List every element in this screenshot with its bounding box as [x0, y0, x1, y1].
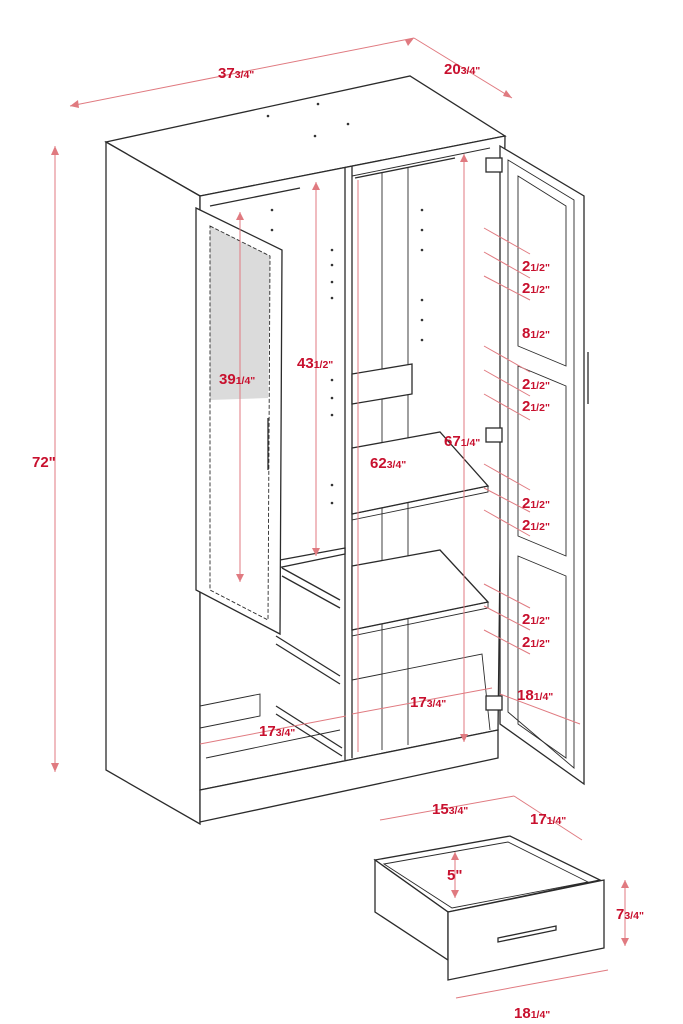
- dim-door-width: 181/4": [517, 687, 553, 704]
- dim-door-inner-height: 391/4": [219, 371, 255, 388]
- dim-shelf-spacing: 21/2": [522, 280, 550, 297]
- drawer: [373, 835, 605, 981]
- dim-shelf-spacing: 21/2": [522, 398, 550, 415]
- dim-drawer-depth: 171/4": [530, 811, 566, 828]
- dim-shelf-spacing: 81/2": [522, 325, 550, 342]
- dim-right-lower-width: 173/4": [410, 694, 446, 711]
- dim-door-height: 671/4": [444, 433, 480, 450]
- dim-shelf-spacing: 21/2": [522, 634, 550, 651]
- dim-drawer-front-width: 181/4": [514, 1005, 550, 1022]
- wardrobe-cabinet: [104, 75, 589, 826]
- dim-shelf-spacing: 21/2": [522, 258, 550, 275]
- dim-left-lower-width: 173/4": [259, 723, 295, 740]
- dim-height: 72": [32, 454, 56, 471]
- dimension-lines: [51, 37, 629, 999]
- dim-shelf-spacing: 21/2": [522, 611, 550, 628]
- dim-shelf-spacing: 21/2": [522, 495, 550, 512]
- dim-right-interior-height: 623/4": [370, 455, 406, 472]
- dim-drawer-width: 153/4": [432, 801, 468, 818]
- dim-shelf-spacing: 21/2": [522, 517, 550, 534]
- dim-depth: 203/4": [444, 61, 480, 78]
- hinge-icon: [485, 157, 503, 711]
- dimension-labels: 373/4" 203/4" 72" 391/4" 431/2" 623/4" 6…: [32, 61, 644, 1022]
- dim-left-hang-height: 431/2": [297, 355, 333, 372]
- dim-drawer-front-height: 73/4": [616, 906, 644, 923]
- dim-shelf-spacing: 21/2": [522, 376, 550, 393]
- dim-drawer-inner-height: 5": [447, 867, 462, 884]
- dim-width: 373/4": [218, 65, 254, 82]
